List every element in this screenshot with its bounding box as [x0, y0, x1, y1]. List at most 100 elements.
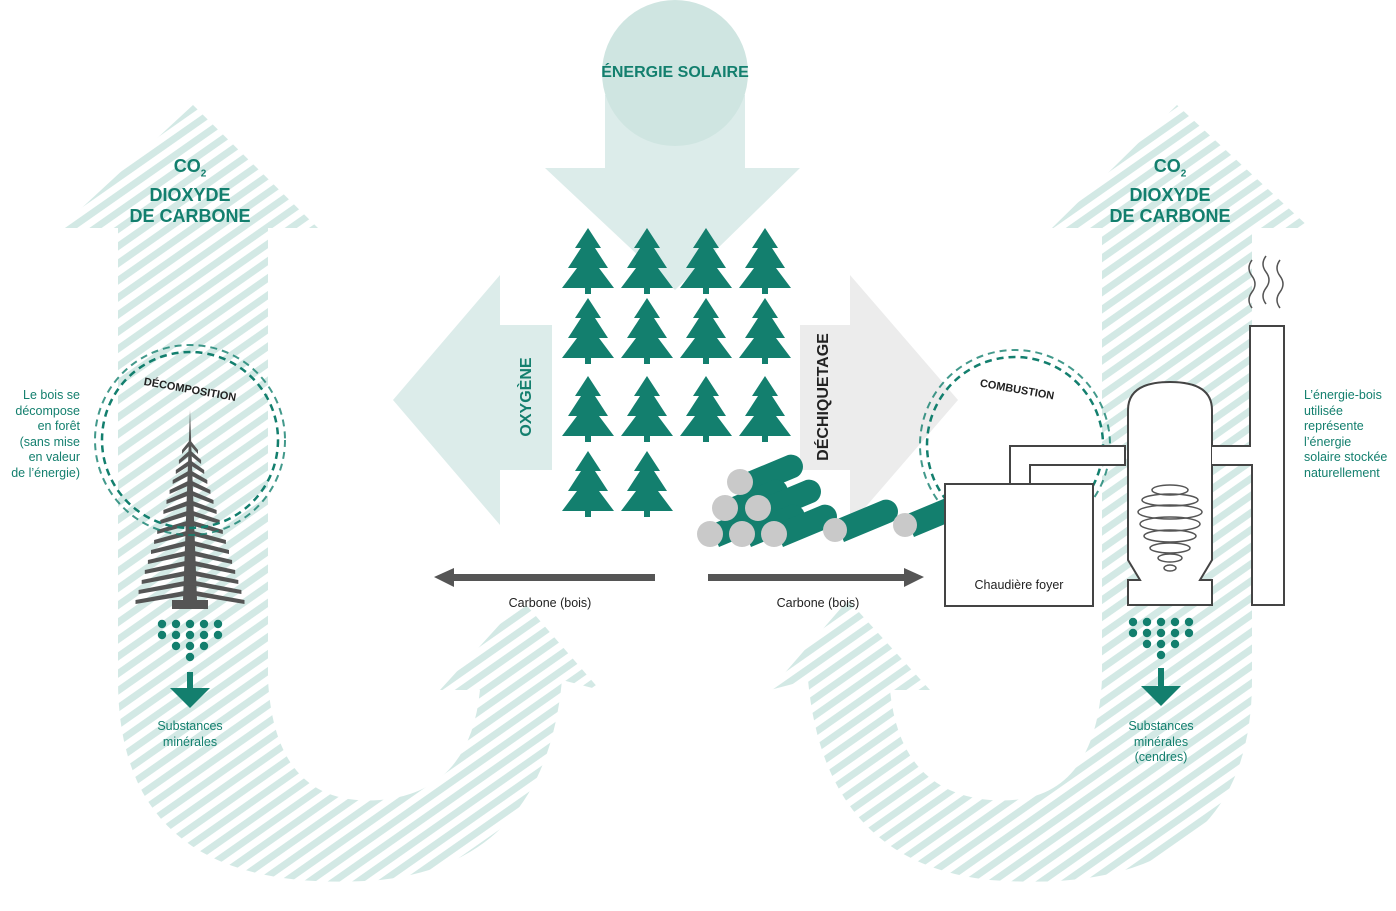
ash-dot [185, 641, 195, 651]
heat-spiral [1137, 484, 1203, 572]
tree-branch [190, 470, 208, 484]
tree-branch [172, 470, 190, 484]
tree-branch [190, 540, 229, 554]
tree-branch [151, 540, 190, 554]
ash-dot [171, 630, 181, 640]
conifer-tree-icon [621, 376, 673, 442]
conifer-tree-icon [739, 228, 791, 294]
tree-branch [190, 510, 220, 524]
conifer-tree-icon [562, 298, 614, 364]
ash-dot [1156, 639, 1166, 649]
ash-dots-left [157, 619, 223, 662]
down-arrow-left [170, 672, 210, 708]
ash-dot [185, 652, 195, 662]
carbon-arrow-right [708, 568, 924, 587]
tree-branch [190, 500, 217, 514]
ash-dot [1156, 617, 1166, 627]
carbon-label-right: Carbone (bois) [776, 596, 860, 610]
conifer-tree-icon [621, 451, 673, 517]
ash-dot [1184, 628, 1194, 638]
solar-energy-label: ÉNERGIE SOLAIRE [601, 64, 749, 81]
ash-dot [185, 619, 195, 629]
tree-branch [182, 440, 190, 454]
tree-branch [138, 580, 190, 594]
ash-dot [1184, 617, 1194, 627]
tree-branch [190, 590, 245, 604]
conifer-tree-icon [621, 298, 673, 364]
log-stack-icon [697, 454, 968, 547]
tree-branch [190, 530, 226, 544]
tree-branch [190, 440, 198, 454]
ash-dot [171, 619, 181, 629]
ash-dot [1170, 617, 1180, 627]
tree-branch [190, 560, 236, 574]
tree-branch [163, 500, 190, 514]
ash-dot [1142, 639, 1152, 649]
tree-branch [160, 510, 190, 524]
shredding-arrow [800, 275, 958, 525]
tree-branch [190, 550, 233, 564]
dead-tree-icon [135, 410, 245, 609]
conifer-tree-icon [562, 451, 614, 517]
ash-dot [199, 641, 209, 651]
tree-branch [154, 530, 190, 544]
conifer-tree-icon [680, 298, 732, 364]
ash-dot [213, 630, 223, 640]
tree-branch [190, 450, 202, 464]
ash-dot [1156, 650, 1166, 660]
carbon-label-left: Carbone (bois) [508, 596, 592, 610]
tree-branch [190, 460, 205, 474]
ash-dot [1128, 628, 1138, 638]
sun-circle [602, 0, 748, 146]
tree-branch [175, 460, 190, 474]
left-cycle-arrow [60, 105, 600, 882]
conifer-tree-icon [562, 376, 614, 442]
smoke-icon [1248, 255, 1284, 309]
tree-branch [190, 570, 239, 584]
ash-dot [157, 630, 167, 640]
carbon-arrow-left [434, 568, 655, 587]
ash-dot [1170, 628, 1180, 638]
tree-branch [157, 520, 190, 534]
co2-label-left: CO2 DIOXYDE DE CARBONE [129, 156, 251, 226]
shredding-label: DÉCHIQUETAGE [815, 333, 832, 461]
oxygen-arrow [393, 275, 552, 525]
down-arrow-right [1141, 668, 1181, 706]
tree-branch [166, 490, 190, 504]
ash-dot [199, 619, 209, 629]
ash-dot [185, 630, 195, 640]
tree-branch [169, 480, 190, 494]
ash-dot [1170, 639, 1180, 649]
decomposition-circle [100, 350, 280, 530]
oxygen-label: OXYGÈNE [518, 357, 535, 437]
ash-dot [199, 630, 209, 640]
ash-dot [157, 619, 167, 629]
ash-dot [1156, 628, 1166, 638]
tree-branch [147, 550, 190, 564]
ash-dot [171, 641, 181, 651]
ash-dot [213, 619, 223, 629]
tree-branch [190, 580, 242, 594]
conifer-tree-icon [680, 376, 732, 442]
tree-branch [190, 490, 214, 504]
ash-dot [1142, 628, 1152, 638]
tree-branch [141, 570, 190, 584]
ash-dot [1128, 617, 1138, 627]
tree-branch [178, 450, 190, 464]
co2-label-right: CO2 DIOXYDE DE CARBONE [1109, 156, 1231, 226]
conifer-tree-icon [739, 376, 791, 442]
boiler-label: Chaudière foyer [974, 578, 1064, 592]
tree-branch [144, 560, 190, 574]
solar-input-arrow [545, 0, 800, 290]
conifer-tree-icon [739, 298, 791, 364]
ash-dot [1142, 617, 1152, 627]
tree-branch [190, 480, 211, 494]
ash-dots-right [1128, 617, 1194, 660]
tree-branch [135, 590, 190, 604]
